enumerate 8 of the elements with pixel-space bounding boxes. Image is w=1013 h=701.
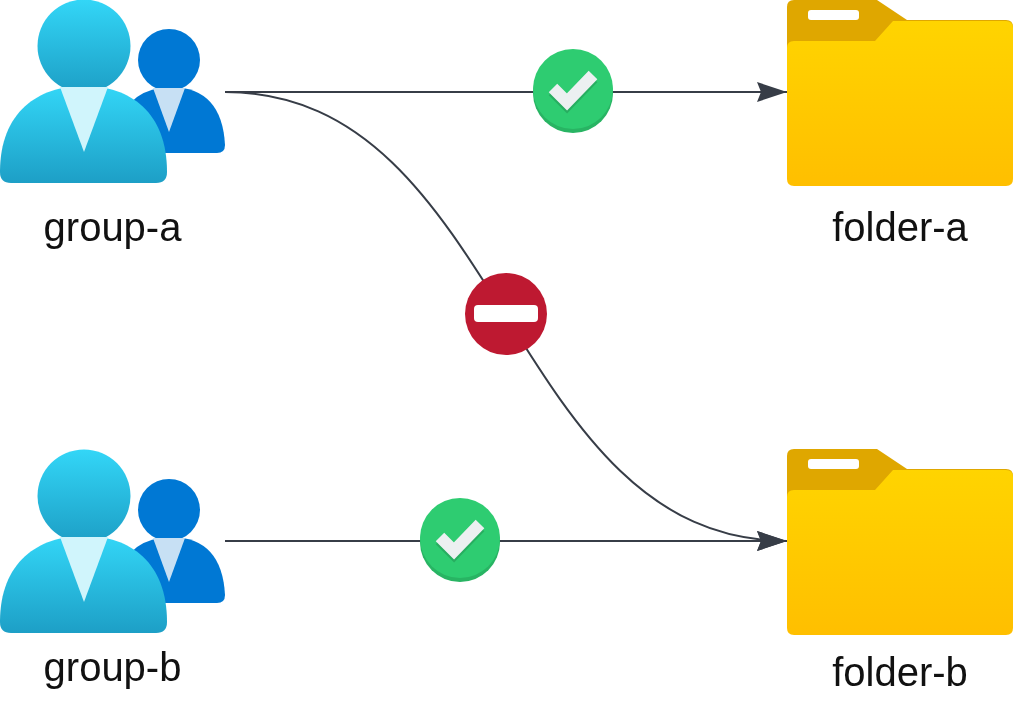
folder-icon [787, 449, 1013, 635]
icon-caption: folder-b [832, 649, 968, 695]
icon-caption: group-b [43, 644, 182, 690]
icon-caption: folder-a [832, 204, 968, 250]
icon-caption: group-a [43, 204, 182, 250]
people-icon [0, 0, 225, 183]
folder-icon [787, 0, 1013, 186]
people-icon [0, 450, 225, 633]
